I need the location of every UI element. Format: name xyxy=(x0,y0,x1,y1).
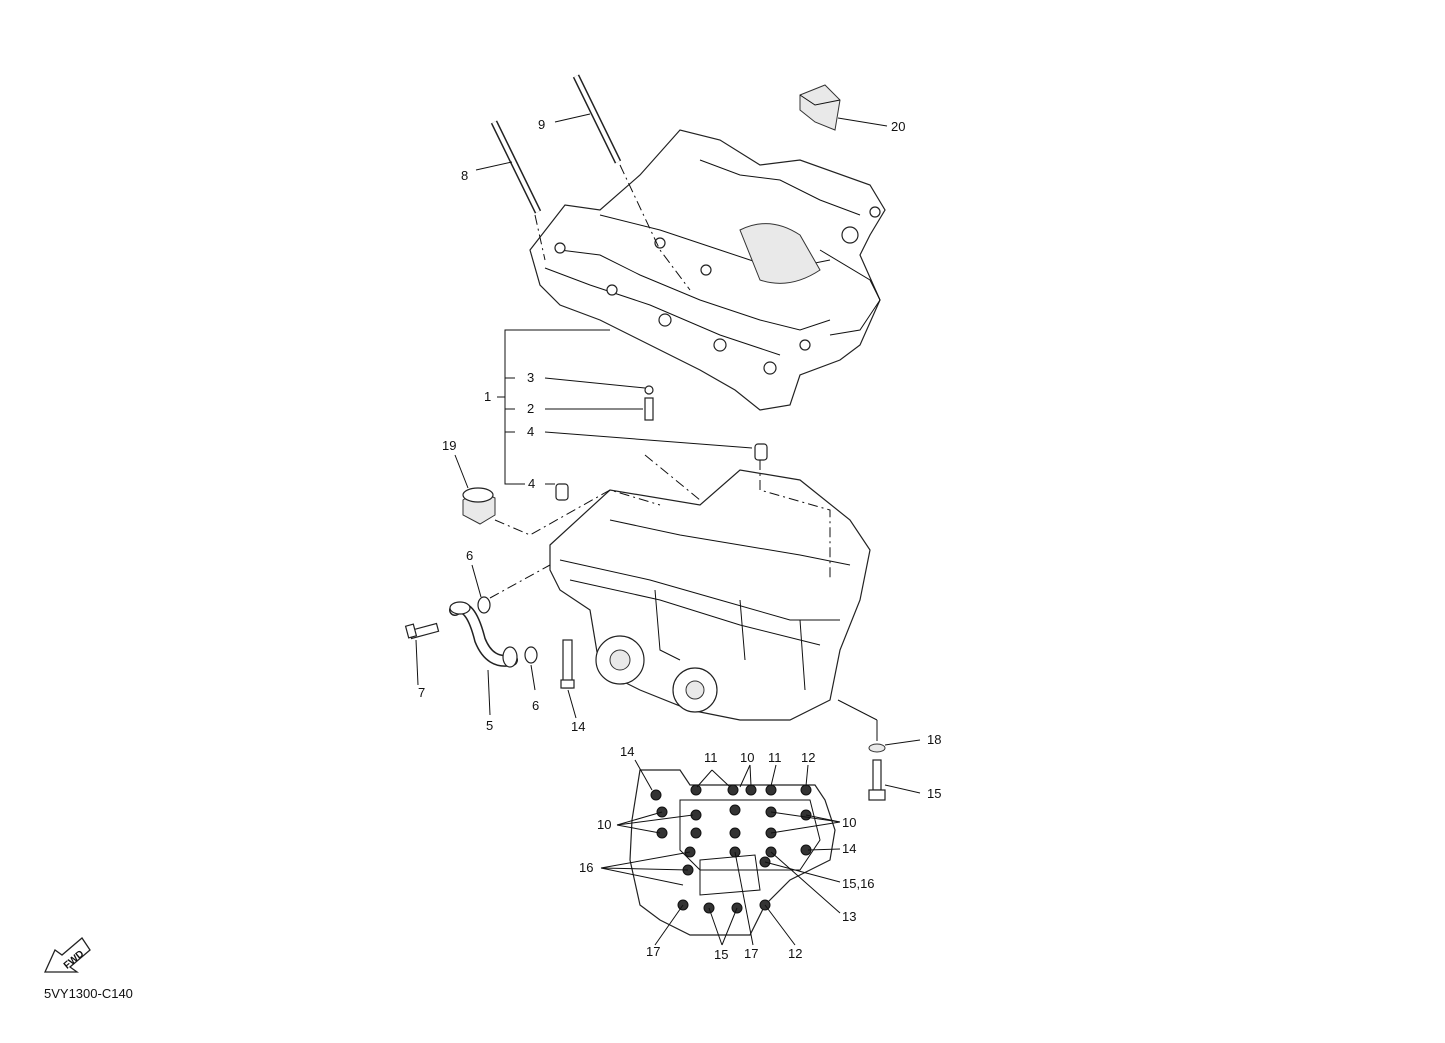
bolt-2 xyxy=(644,397,654,421)
callout-4b: 4 xyxy=(528,476,535,491)
callout-10b: 10 xyxy=(597,817,611,832)
callout-labels: 1 2 3 4 4 5 6 6 7 8 9 10 10 10 11 11 12 … xyxy=(418,117,941,962)
callout-10a: 10 xyxy=(740,750,754,765)
callout-12b: 12 xyxy=(788,946,802,961)
callout-6a: 6 xyxy=(466,548,473,563)
lower-crankcase xyxy=(549,469,871,721)
callout-14a: 14 xyxy=(620,744,634,759)
callout-15-16: 15,16 xyxy=(842,876,875,891)
callout-2: 2 xyxy=(527,401,534,416)
callout-16: 16 xyxy=(579,860,593,875)
oil-pipe-5 xyxy=(449,601,518,668)
callout-10c: 10 xyxy=(842,815,856,830)
callout-14b: 14 xyxy=(842,841,856,856)
stud-bolt-8 xyxy=(490,120,542,214)
callout-9: 9 xyxy=(538,117,545,132)
washer-18 xyxy=(868,743,886,753)
leader-lines xyxy=(415,113,921,946)
dowel-pin-4-upper xyxy=(754,443,768,461)
callout-6b: 6 xyxy=(532,698,539,713)
stud-bolt-9 xyxy=(572,74,622,164)
o-ring-6-upper xyxy=(477,596,491,614)
bolt-14 xyxy=(560,639,575,689)
callout-5: 5 xyxy=(486,718,493,733)
callout-14c: 14 xyxy=(571,719,585,734)
callout-20: 20 xyxy=(891,119,905,134)
diagram-code: 5VY1300-C140 xyxy=(44,986,133,1001)
callout-8: 8 xyxy=(461,168,468,183)
callout-17b: 17 xyxy=(744,946,758,961)
bolt-15 xyxy=(868,759,886,801)
callout-11b: 11 xyxy=(768,750,782,765)
callout-4a: 4 xyxy=(527,424,534,439)
o-ring-3 xyxy=(644,385,654,395)
part-20-block xyxy=(799,84,841,131)
oil-filler-cap-19 xyxy=(462,487,496,525)
callout-3: 3 xyxy=(527,370,534,385)
callout-7: 7 xyxy=(418,685,425,700)
lower-case-pulleys xyxy=(595,635,718,713)
callout-1: 1 xyxy=(484,389,491,404)
callout-15a: 15 xyxy=(714,947,728,962)
dowel-pin-4-lower xyxy=(555,483,569,501)
bolt-7 xyxy=(404,622,440,640)
callout-13: 13 xyxy=(842,909,856,924)
callout-19: 19 xyxy=(442,438,456,453)
o-ring-6-lower xyxy=(524,646,538,664)
fwd-arrow-icon: FWD xyxy=(43,937,91,973)
upper-crankcase xyxy=(529,129,886,411)
callout-18: 18 xyxy=(927,732,941,747)
lower-case-bottom-view xyxy=(629,769,836,936)
callout-11a: 11 xyxy=(704,750,718,765)
callout-15b: 15 xyxy=(927,786,941,801)
callout-17a: 17 xyxy=(646,944,660,959)
crankcase-bosses xyxy=(554,206,881,375)
callout-12a: 12 xyxy=(801,750,815,765)
